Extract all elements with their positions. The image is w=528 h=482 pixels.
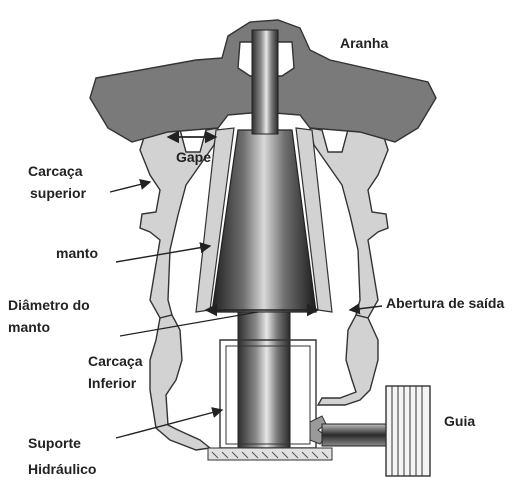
label-carcaca-inferior-1: Carcaça: [88, 353, 143, 369]
main-shaft: [251, 29, 279, 135]
label-abertura: Abertura de saída: [386, 295, 504, 311]
label-carcaca-superior-1: Carcaça: [28, 163, 83, 179]
mantle-liner-right: [295, 127, 333, 313]
base-plate: [207, 447, 333, 461]
label-diametro-1: Diâmetro do: [8, 297, 90, 313]
carcaca-superior-arrow: [109, 178, 152, 193]
label-guia: Guia: [444, 413, 475, 429]
shaft-lower: [237, 311, 291, 453]
lower-shell-left: [149, 314, 212, 451]
label-gape: Gape: [176, 149, 211, 165]
manto-arrow: [115, 242, 212, 263]
suporte-arrow: [115, 407, 224, 439]
label-manto: manto: [56, 245, 98, 261]
label-hidraulico: Hidráulico: [28, 461, 96, 477]
guide-shaft: [321, 423, 387, 447]
label-diametro-2: manto: [8, 319, 50, 335]
lower-shell-right: [316, 314, 379, 406]
abertura-arrow: [348, 303, 383, 315]
label-suporte: Suporte: [28, 435, 81, 451]
label-carcaca-superior-2: superior: [30, 185, 87, 201]
pulley: [385, 385, 431, 477]
label-carcaca-inferior-2: Inferior: [88, 375, 137, 391]
diametro-leader: [119, 311, 259, 337]
base-hatch: [211, 451, 329, 459]
label-aranha: Aranha: [340, 35, 388, 51]
hydraulic-housing-inner: [225, 345, 311, 445]
